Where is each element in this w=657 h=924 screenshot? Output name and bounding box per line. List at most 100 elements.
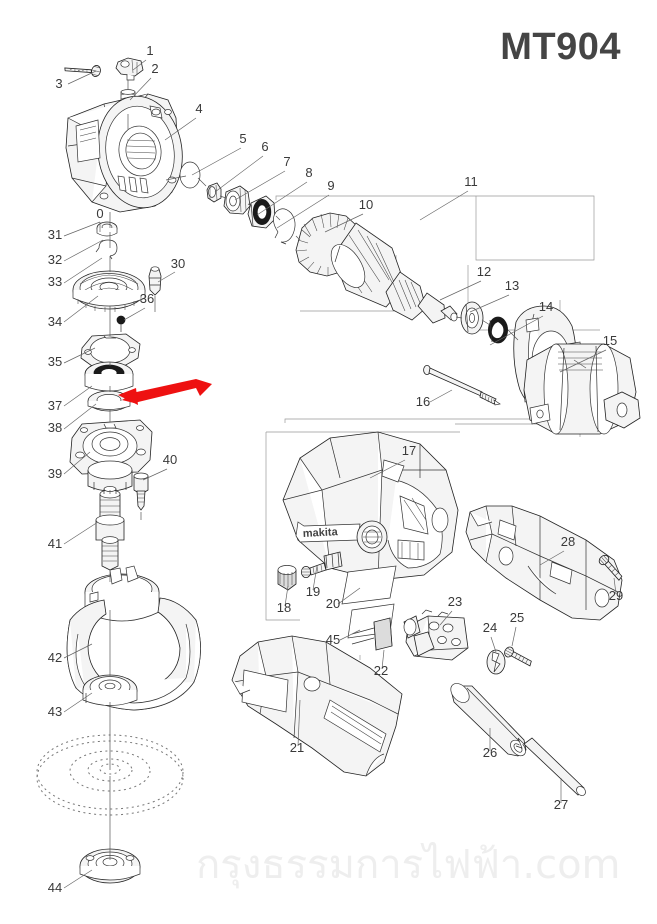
callout-number-29[interactable]: 29 xyxy=(609,588,623,603)
part-24-lock-plate xyxy=(486,649,506,675)
callout-number-3[interactable]: 3 xyxy=(55,76,62,91)
callout-leader-13 xyxy=(469,294,510,313)
part-40-screw xyxy=(133,472,149,511)
part-27-handle-bolt xyxy=(515,737,586,796)
part-13-rubber-ring xyxy=(487,316,508,344)
callout-leader-15 xyxy=(559,349,607,373)
callout-number-34[interactable]: 34 xyxy=(48,314,62,329)
part-3-screw xyxy=(63,57,103,80)
callout-number-24[interactable]: 24 xyxy=(483,620,497,635)
part-20-name-plate xyxy=(341,565,397,605)
callout-number-26[interactable]: 26 xyxy=(483,745,497,760)
callout-layer: 1234567891011121314151617181920212223242… xyxy=(48,43,623,895)
callout-leader-10 xyxy=(324,213,364,233)
callout-leader-8 xyxy=(256,181,308,216)
callout-number-32[interactable]: 32 xyxy=(48,252,62,267)
callout-number-36[interactable]: 36 xyxy=(140,291,154,306)
part-15-stator-field xyxy=(523,343,641,435)
part-16-long-screw xyxy=(423,364,501,406)
callout-leader-22 xyxy=(381,649,385,670)
part-30-pin xyxy=(148,266,162,296)
callout-leader-23 xyxy=(439,610,453,626)
callout-number-4[interactable]: 4 xyxy=(195,101,202,116)
callout-leader-34 xyxy=(63,295,99,323)
callout-leader-33 xyxy=(63,257,103,284)
callout-number-38[interactable]: 38 xyxy=(48,420,62,435)
callout-number-16[interactable]: 16 xyxy=(416,394,430,409)
callout-number-10[interactable]: 10 xyxy=(359,197,373,212)
callout-number-19[interactable]: 19 xyxy=(306,584,320,599)
callout-number-14[interactable]: 14 xyxy=(539,299,553,314)
callout-number-15[interactable]: 15 xyxy=(603,333,617,348)
part-35-retainer-plate xyxy=(80,333,141,367)
callout-number-28[interactable]: 28 xyxy=(561,534,575,549)
part-44-lock-nut xyxy=(79,848,141,884)
callout-leader-32 xyxy=(63,239,104,262)
callout-number-33[interactable]: 33 xyxy=(48,274,62,289)
callout-number-12[interactable]: 12 xyxy=(477,264,491,279)
callout-number-2[interactable]: 2 xyxy=(151,61,158,76)
callout-leader-3 xyxy=(67,70,97,85)
callout-number-42[interactable]: 42 xyxy=(48,650,62,665)
part-4-gear-housing xyxy=(65,93,183,213)
callout-number-1[interactable]: 1 xyxy=(146,43,153,58)
part-37-bearing xyxy=(84,361,134,392)
part-7-pinion-gear xyxy=(223,185,251,215)
callout-leader-14 xyxy=(489,315,544,346)
part-10-armature xyxy=(295,212,458,324)
callout-number-43[interactable]: 43 xyxy=(48,704,62,719)
callout-leader-38 xyxy=(63,403,97,430)
part-31-washer xyxy=(96,221,118,237)
part-29-screw xyxy=(598,554,623,581)
part-19-screw-spring xyxy=(300,551,343,579)
callout-leader-5 xyxy=(191,147,242,176)
callout-number-6[interactable]: 6 xyxy=(261,139,268,154)
part-5-o-ring xyxy=(179,161,201,189)
callout-leader-2 xyxy=(129,77,152,101)
part-37-ring xyxy=(87,390,131,412)
callout-number-39[interactable]: 39 xyxy=(48,466,62,481)
part-23-switch xyxy=(403,609,469,661)
callout-leader-20 xyxy=(337,587,361,605)
svg-text:makita: makita xyxy=(303,526,339,540)
callout-number-22[interactable]: 22 xyxy=(374,663,388,678)
callout-leader-11 xyxy=(419,190,469,221)
callout-leader-39 xyxy=(63,451,91,475)
callout-number-13[interactable]: 13 xyxy=(505,278,519,293)
callout-leader-42 xyxy=(63,643,93,659)
callout-number-27[interactable]: 27 xyxy=(554,797,568,812)
callout-number-7[interactable]: 7 xyxy=(283,154,290,169)
part-36-ball-pin xyxy=(116,315,126,332)
part-38-bearing-box xyxy=(69,419,153,492)
callout-number-5[interactable]: 5 xyxy=(239,131,246,146)
callout-leader-43 xyxy=(63,692,93,713)
callout-leader-44 xyxy=(63,869,93,889)
callout-leader-6 xyxy=(214,155,264,193)
callout-number-30[interactable]: 30 xyxy=(171,256,185,271)
callout-number-31[interactable]: 31 xyxy=(48,227,62,242)
callout-number-35[interactable]: 35 xyxy=(48,354,62,369)
callout-number-11[interactable]: 11 xyxy=(464,174,478,189)
callout-number-0[interactable]: 0 xyxy=(96,206,103,221)
red-arrow-highlight xyxy=(118,379,212,405)
callout-number-18[interactable]: 18 xyxy=(277,600,291,615)
callout-number-40[interactable]: 40 xyxy=(163,452,177,467)
callout-number-9[interactable]: 9 xyxy=(327,178,334,193)
callout-number-25[interactable]: 25 xyxy=(510,610,524,625)
callout-number-20[interactable]: 20 xyxy=(326,596,340,611)
part-9-retaining-ring xyxy=(273,208,296,245)
callout-leader-41 xyxy=(63,521,99,545)
part-12-bearing xyxy=(460,301,484,335)
part-34-bevel-gear xyxy=(72,270,146,312)
callout-number-8[interactable]: 8 xyxy=(305,165,312,180)
callout-leader-16 xyxy=(429,389,453,403)
callout-leader-25 xyxy=(511,626,517,647)
callout-number-23[interactable]: 23 xyxy=(448,594,462,609)
callout-number-37[interactable]: 37 xyxy=(48,398,62,413)
callout-number-45[interactable]: 45 xyxy=(326,632,340,647)
callout-number-17[interactable]: 17 xyxy=(402,443,416,458)
callout-number-21[interactable]: 21 xyxy=(290,740,304,755)
callout-number-44[interactable]: 44 xyxy=(48,880,62,895)
callout-number-41[interactable]: 41 xyxy=(48,536,62,551)
